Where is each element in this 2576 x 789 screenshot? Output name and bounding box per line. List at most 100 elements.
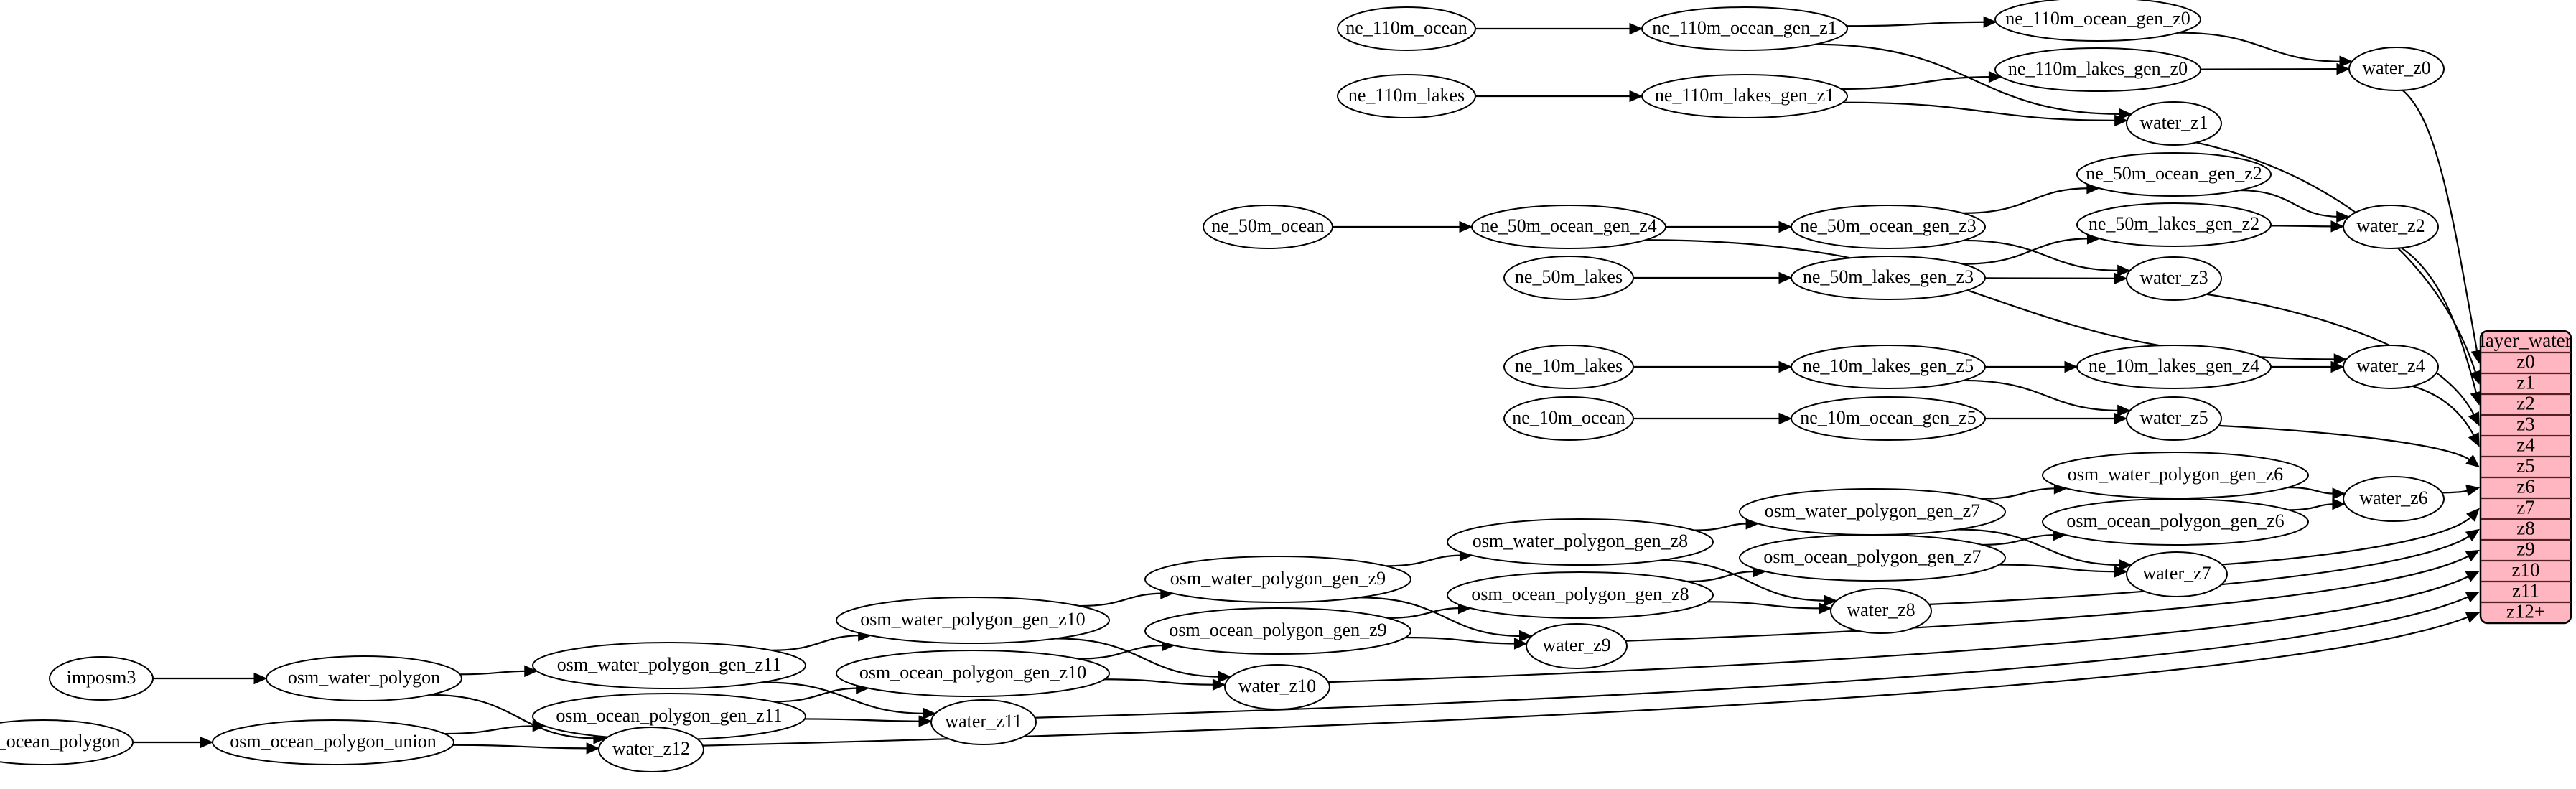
graph-node-osm_water_polygon_gen_z9[interactable]: osm_water_polygon_gen_z9 [1144, 556, 1411, 603]
edge-arrowhead [253, 672, 268, 685]
layer-water-row-z9[interactable]: z9 [2516, 538, 2534, 560]
node-label: ne_50m_ocean_gen_z2 [2086, 163, 2262, 184]
graph-node-ne_110m_lakes[interactable]: ne_110m_lakes [1337, 74, 1476, 118]
edge-osm_ocean_polygon_gen_z8-to-osm_ocean_polygon_gen_z7 [1686, 570, 1757, 583]
node-shape [1739, 534, 2006, 582]
graph-node-osm_water_polygon_gen_z6[interactable]: osm_water_polygon_gen_z6 [2042, 452, 2309, 499]
graph-node-osm_ocean_polygon[interactable]: osm_ocean_polygon [0, 719, 134, 765]
node-shape [836, 597, 1110, 644]
edge-arrowhead [2114, 565, 2128, 578]
node-label: imposm3 [67, 667, 136, 688]
graph-node-osm_water_polygon_gen_z11[interactable]: osm_water_polygon_gen_z11 [532, 642, 806, 689]
layer-water-row-z1[interactable]: z1 [2516, 372, 2534, 393]
edge-arrowhead [2466, 508, 2480, 522]
graph-node-ne_50m_ocean[interactable]: ne_50m_ocean [1203, 205, 1333, 249]
node-shape [1224, 664, 1330, 710]
layer-water-row-z0[interactable]: z0 [2516, 351, 2534, 373]
graph-node-ne_50m_lakes[interactable]: ne_50m_lakes [1503, 256, 1634, 300]
edge-water_z2-to-layer_water-z2 [2401, 247, 2478, 396]
graph-node-osm_water_polygon_gen_z7[interactable]: osm_water_polygon_gen_z7 [1739, 488, 2006, 536]
graph-node-osm_water_polygon[interactable]: osm_water_polygon [266, 655, 462, 701]
graph-node-osm_ocean_polygon_union[interactable]: osm_ocean_polygon_union [212, 719, 454, 765]
layer-water-row-z8[interactable]: z8 [2516, 518, 2534, 539]
layer-water-row-z2[interactable]: z2 [2516, 393, 2534, 414]
graph-node-ne_50m_ocean_gen_z3[interactable]: ne_50m_ocean_gen_z3 [1791, 205, 1986, 249]
graph-node-water_z9[interactable]: water_z9 [1526, 623, 1628, 669]
graph-node-osm_ocean_polygon_gen_z11[interactable]: osm_ocean_polygon_gen_z11 [532, 693, 806, 740]
edge-water_z12-to-layer_water-z12+ [702, 615, 2471, 747]
graph-node-ne_10m_ocean[interactable]: ne_10m_ocean [1503, 396, 1634, 441]
node-shape [266, 655, 462, 701]
layer-water-row-z3[interactable]: z3 [2516, 414, 2534, 435]
layer-water-row-z6[interactable]: z6 [2516, 476, 2534, 498]
graph-node-ne_110m_lakes_gen_z1[interactable]: ne_110m_lakes_gen_z1 [1641, 74, 1848, 118]
graph-node-ne_110m_ocean_gen_z1[interactable]: ne_110m_ocean_gen_z1 [1641, 6, 1848, 51]
graph-node-water_z2[interactable]: water_z2 [2343, 205, 2439, 249]
graph-node-ne_50m_lakes_gen_z2[interactable]: ne_50m_lakes_gen_z2 [2076, 202, 2272, 247]
graph-node-water_z3[interactable]: water_z3 [2126, 256, 2222, 301]
graph-node-ne_110m_ocean_gen_z0[interactable]: ne_110m_ocean_gen_z0 [1994, 0, 2201, 42]
node-label: water_z5 [2139, 407, 2208, 428]
graph-node-ne_10m_lakes_gen_z4[interactable]: ne_10m_lakes_gen_z4 [2076, 345, 2272, 389]
graph-node-water_z5[interactable]: water_z5 [2126, 396, 2222, 441]
graph-node-water_z4[interactable]: water_z4 [2343, 345, 2439, 389]
graph-node-ne_10m_lakes[interactable]: ne_10m_lakes [1503, 345, 1634, 389]
layer-water-row-z10[interactable]: z10 [2512, 559, 2540, 581]
edge-osm_ocean_polygon_union-to-osm_ocean_polygon_gen_z11 [444, 725, 536, 735]
graph-node-water_z6[interactable]: water_z6 [2343, 476, 2445, 522]
node-shape [1503, 256, 1634, 300]
edge-arrowhead [2330, 220, 2345, 233]
graph-node-osm_water_polygon_gen_z8[interactable]: osm_water_polygon_gen_z8 [1447, 518, 1714, 566]
graph-node-osm_ocean_polygon_gen_z9[interactable]: osm_ocean_polygon_gen_z9 [1144, 607, 1411, 655]
node-label: ne_10m_ocean_gen_z5 [1800, 407, 1976, 428]
node-shape [1503, 396, 1634, 441]
node-label: ne_50m_lakes_gen_z3 [1803, 266, 1974, 287]
graph-node-ne_110m_ocean[interactable]: ne_110m_ocean [1337, 6, 1476, 51]
graph-node-water_z0[interactable]: water_z0 [2348, 47, 2445, 91]
graph-node-osm_water_polygon_gen_z10[interactable]: osm_water_polygon_gen_z10 [836, 597, 1110, 644]
node-shape [0, 719, 134, 765]
graph-node-water_z8[interactable]: water_z8 [1830, 588, 1932, 634]
graph-node-osm_ocean_polygon_gen_z8[interactable]: osm_ocean_polygon_gen_z8 [1447, 571, 1714, 619]
layer-water-row-z4[interactable]: z4 [2516, 434, 2535, 456]
node-label: water_z1 [2139, 112, 2208, 133]
graph-node-imposm3[interactable]: imposm3 [49, 656, 154, 701]
graph-node-ne_110m_lakes_gen_z0[interactable]: ne_110m_lakes_gen_z0 [1994, 47, 2201, 92]
graph-node-osm_ocean_polygon_gen_z10[interactable]: osm_ocean_polygon_gen_z10 [836, 650, 1110, 697]
node-label: water_z11 [945, 711, 1022, 732]
node-shape [1791, 345, 1986, 389]
graph-node-osm_ocean_polygon_gen_z6[interactable]: osm_ocean_polygon_gen_z6 [2042, 498, 2309, 546]
graph-node-water_z12[interactable]: water_z12 [598, 727, 704, 772]
graph-node-water_z11[interactable]: water_z11 [930, 699, 1037, 745]
graph-node-ne_50m_ocean_gen_z4[interactable]: ne_50m_ocean_gen_z4 [1471, 205, 1666, 249]
graph-node-ne_10m_lakes_gen_z5[interactable]: ne_10m_lakes_gen_z5 [1791, 345, 1986, 389]
edge-arrowhead [2118, 559, 2132, 571]
node-label: ne_10m_lakes_gen_z5 [1803, 355, 1974, 376]
node-shape [2126, 101, 2222, 146]
layer-water-row-z12+[interactable]: z12+ [2506, 601, 2545, 622]
graph-node-water_z1[interactable]: water_z1 [2126, 101, 2222, 146]
node-label: osm_ocean_polygon_gen_z7 [1763, 546, 1981, 567]
layer-water-row-z11[interactable]: z11 [2512, 580, 2539, 602]
layer-water-record-node[interactable]: layer_waterz0z1z2z3z4z5z6z7z8z9z10z11z12… [2479, 330, 2572, 625]
graph-node-ne_10m_ocean_gen_z5[interactable]: ne_10m_ocean_gen_z5 [1791, 396, 1986, 441]
graph-node-ne_50m_ocean_gen_z2[interactable]: ne_50m_ocean_gen_z2 [2076, 152, 2272, 197]
graph-node-osm_ocean_polygon_gen_z7[interactable]: osm_ocean_polygon_gen_z7 [1739, 534, 2006, 582]
node-label: osm_water_polygon_gen_z8 [1473, 531, 1688, 551]
layer-water-row-z5[interactable]: z5 [2516, 455, 2534, 477]
layer-water-row-z7[interactable]: z7 [2516, 497, 2534, 518]
node-label: water_z3 [2139, 267, 2208, 288]
node-label: water_z9 [1542, 635, 1610, 655]
edge-water_z8-to-layer_water-z8 [1928, 534, 2472, 606]
graph-node-water_z10[interactable]: water_z10 [1224, 664, 1330, 710]
node-shape [1144, 607, 1411, 655]
node-shape [1830, 588, 1932, 634]
edge-ne_110m_lakes_gen_z1-to-water_z1 [1842, 101, 2118, 121]
node-shape [1791, 396, 1986, 441]
node-shape [212, 719, 454, 765]
node-shape [1641, 74, 1848, 118]
graph-node-water_z7[interactable]: water_z7 [2126, 551, 2228, 597]
graph-node-ne_50m_lakes_gen_z3[interactable]: ne_50m_lakes_gen_z3 [1791, 256, 1986, 300]
node-shape [1144, 556, 1411, 603]
node-shape [1503, 345, 1634, 389]
